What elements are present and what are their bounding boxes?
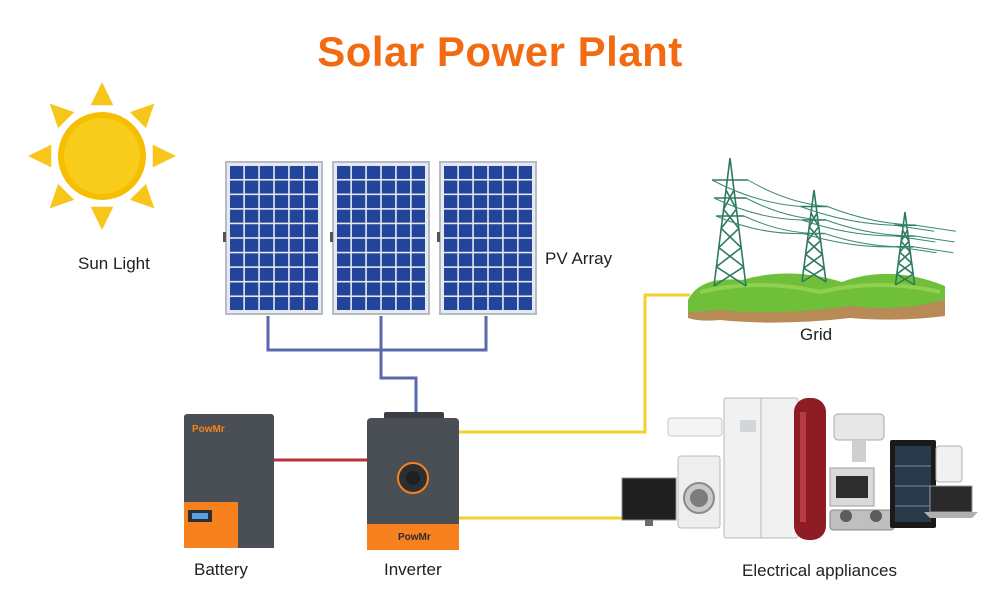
ac-wire: [458, 293, 690, 520]
home-appliances-icon: [621, 397, 978, 540]
solar-panel-icon: [223, 161, 537, 315]
sun-light-label: Sun Light: [78, 254, 150, 273]
pv-array-label: PV Array: [545, 249, 613, 268]
sun-icon: [28, 82, 176, 230]
battery-label: Battery: [194, 560, 248, 579]
inverter-unit-icon: PowMr: [367, 412, 459, 550]
dc-wire: [266, 316, 488, 414]
battery-unit-icon: PowMr: [184, 414, 274, 548]
power-tower-icon: [688, 157, 956, 323]
inverter-label: Inverter: [384, 560, 442, 579]
grid-label: Grid: [800, 325, 833, 344]
inverter-brand: PowMr: [398, 532, 431, 543]
battery-brand: PowMr: [192, 424, 225, 435]
page-title: Solar Power Plant: [317, 28, 683, 75]
appliances-label: Electrical appliances: [742, 561, 897, 580]
